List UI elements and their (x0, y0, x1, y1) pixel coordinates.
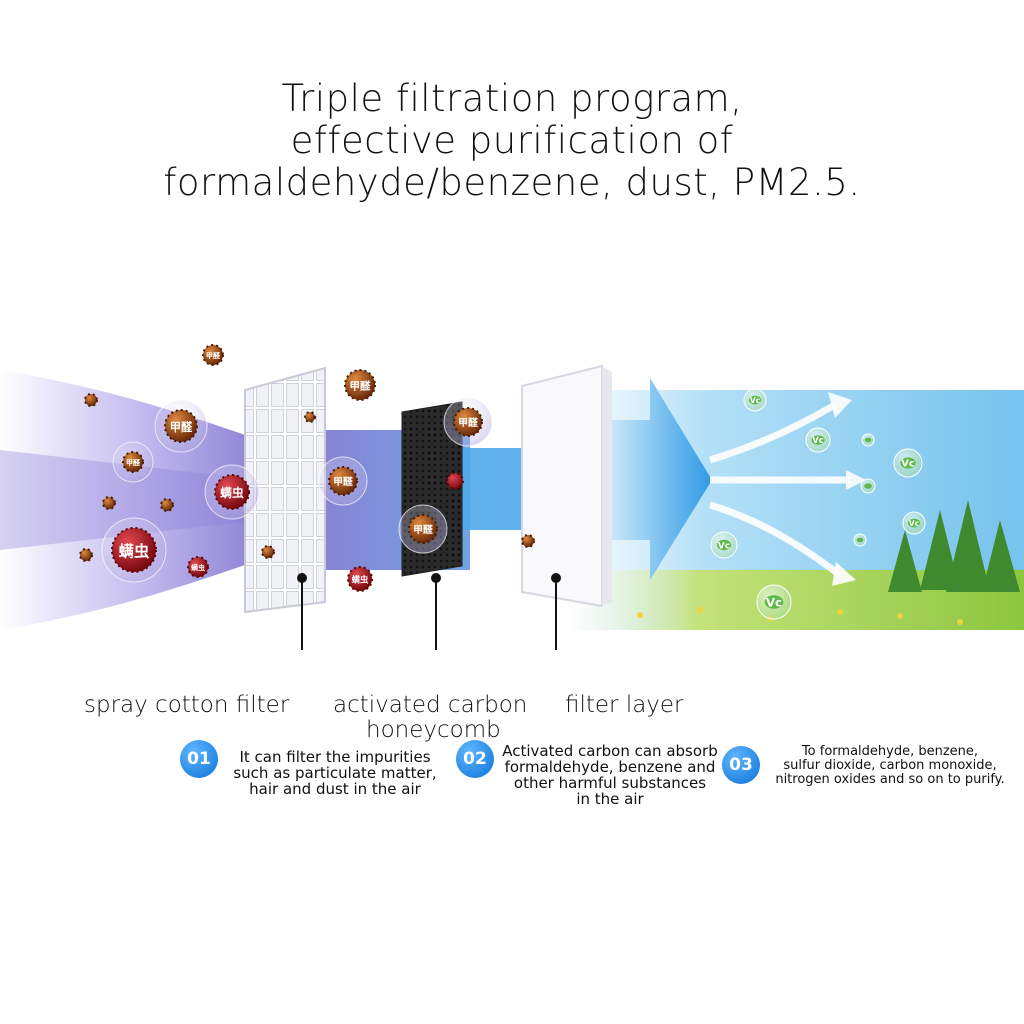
clean-air-landscape (560, 390, 1024, 630)
vitamin-c-bubble: Vc (805, 427, 831, 453)
mite-particle: 螨虫 (347, 566, 373, 592)
formaldehyde-particle (160, 498, 174, 512)
vitamin-c-label: Vc (909, 519, 920, 528)
step-02-line-4: in the air (576, 790, 644, 808)
step-01-line-3: hair and dust in the air (249, 780, 421, 798)
label-filter-layer: filter layer (565, 692, 684, 718)
vitamin-c-bubble: Vc (710, 531, 738, 559)
formaldehyde-particle (521, 534, 535, 548)
mite-label: 螨虫 (220, 486, 244, 500)
vitamin-c-bubble: Vc (893, 448, 923, 478)
vitamin-c-bubble: Vc (902, 511, 926, 535)
formaldehyde-particle (261, 545, 275, 559)
step-badge-01: 01 (180, 740, 218, 778)
step-badge-03: 03 (722, 746, 760, 784)
formaldehyde-label: 甲醛 (206, 351, 221, 360)
mite-label: 螨虫 (352, 575, 369, 585)
formaldehyde-particle: 甲醛 (318, 456, 368, 506)
formaldehyde-label: 甲醛 (458, 416, 478, 429)
step-03-line-3: nitrogen oxides and so on to purify. (775, 772, 1005, 787)
formaldehyde-particle (102, 496, 116, 510)
formaldehyde-label: 甲醛 (333, 475, 353, 488)
headline-line-1: Triple filtration program, (281, 77, 743, 120)
step-description-02: Activated carbon can absorb formaldehyde… (494, 743, 726, 807)
formaldehyde-particle (79, 548, 93, 562)
step-01-line-1: It can filter the impurities (239, 748, 431, 766)
mite-particle (446, 472, 464, 490)
mite-label: 螨虫 (119, 542, 150, 561)
formaldehyde-label: 甲醛 (170, 420, 193, 434)
step-01-line-2: such as particulate matter, (233, 764, 437, 782)
formaldehyde-particle: 甲醛 (443, 397, 493, 447)
mite-label: 螨虫 (191, 563, 205, 572)
step-03-line-2: sulfur dioxide, carbon monoxide, (783, 758, 997, 773)
formaldehyde-particle: 甲醛 (398, 504, 448, 554)
formaldehyde-particle: 甲醛 (344, 369, 376, 401)
formaldehyde-particle: 甲醛 (154, 399, 208, 453)
mite-particle: 螨虫 (101, 517, 167, 583)
step-badge-02: 02 (456, 740, 494, 778)
vitamin-c-bubble (861, 433, 875, 447)
formaldehyde-particle (84, 393, 98, 407)
step-description-01: It can filter the impurities such as par… (218, 749, 452, 797)
formaldehyde-particle (304, 411, 316, 423)
step-02-line-2: formaldehyde, benzene and (504, 758, 716, 776)
mite-particle: 螨虫 (187, 556, 209, 578)
airflow-arrow (605, 378, 712, 580)
label-activated-carbon: activated carbon (333, 692, 528, 718)
headline-line-2: effective purification of (290, 119, 734, 162)
vitamin-c-label: Vc (812, 435, 823, 445)
headline: Triple filtration program, effective pur… (0, 78, 1024, 204)
vitamin-c-bubble: Vc (756, 584, 792, 620)
vitamin-c-bubble (860, 478, 876, 494)
formaldehyde-label: 甲醛 (126, 458, 141, 467)
step-02-line-1: Activated carbon can absorb (502, 742, 718, 760)
formaldehyde-label: 甲醛 (413, 523, 433, 536)
formaldehyde-particle: 甲醛 (202, 344, 224, 366)
mite-particle: 螨虫 (204, 464, 260, 520)
filter-layer (521, 364, 612, 608)
step-02-line-3: other harmful substances (513, 774, 707, 792)
pointer-lines (301, 578, 557, 650)
vitamin-c-label: Vc (766, 595, 782, 609)
clean-airflow-arrows (708, 401, 850, 578)
formaldehyde-particle: 甲醛 (112, 441, 154, 483)
step-description-03: To formaldehyde, benzene, sulfur dioxide… (762, 745, 1018, 787)
headline-line-3: formaldehyde/benzene, dust, PM2.5. (163, 161, 861, 204)
formaldehyde-label: 甲醛 (350, 380, 371, 393)
label-honeycomb: honeycomb (366, 717, 501, 743)
label-spray-cotton-filter: spray cotton filter (84, 692, 290, 718)
vitamin-c-bubble (853, 533, 867, 547)
vitamin-c-label: Vc (901, 459, 915, 470)
vitamin-c-label: Vc (750, 396, 761, 405)
vitamin-c-bubble: Vc (743, 388, 767, 412)
vitamin-c-label: Vc (718, 541, 730, 551)
step-03-line-1: To formaldehyde, benzene, (801, 744, 979, 759)
